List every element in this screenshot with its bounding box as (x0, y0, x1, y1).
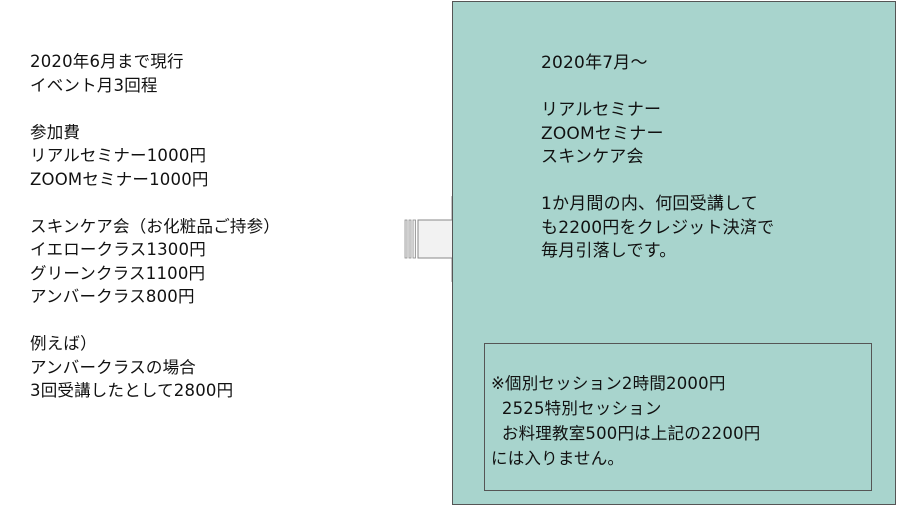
note-line-2: 2525特別セッション (491, 399, 662, 418)
spacer (541, 170, 881, 194)
note-line-1: ※個別セッション2時間2000円 (491, 374, 726, 393)
new-pricing-text: 2020年7月～ リアルセミナー ZOOMセミナー スキンケア会 1か月間の内、… (541, 52, 881, 264)
green-class-fee: グリーンクラス1100円 (30, 263, 206, 283)
example-total: 3回受講したとして2800円 (30, 381, 234, 400)
example-case: アンバークラスの場合 (30, 357, 197, 377)
example-heading: 例えば） (30, 334, 97, 353)
spacer (30, 309, 400, 333)
zoom-seminar-fee: ZOOMセミナー1000円 (30, 169, 209, 189)
amber-class-fee: アンバークラス800円 (30, 287, 195, 306)
current-until-text: 2020年6月まで現行 (30, 52, 184, 71)
skincare-heading: スキンケア会（お化粧品ご持参） (30, 216, 281, 236)
yellow-class-fee: イエロークラス1300円 (30, 240, 206, 259)
item-skincare: スキンケア会 (541, 147, 644, 167)
event-frequency-text: イベント月3回程 (30, 75, 158, 95)
real-seminar-fee: リアルセミナー1000円 (30, 146, 207, 165)
description-line-1: 1か月間の内、何回受講して (541, 194, 758, 214)
item-real-seminar: リアルセミナー (541, 100, 662, 120)
item-zoom-seminar: ZOOMセミナー (541, 123, 664, 144)
fee-heading: 参加費 (30, 122, 81, 142)
description-line-3: 毎月引落しです。 (541, 241, 677, 261)
note-line-3: お料理教室500円は上記の2200円 (491, 424, 761, 443)
spacer (30, 191, 400, 215)
note-box: ※個別セッション2時間2000円 2525特別セッション お料理教室500円は上… (484, 343, 872, 491)
note-line-4: には入りません。 (491, 449, 625, 468)
current-pricing-text: 2020年6月まで現行 イベント月3回程 参加費 リアルセミナー1000円 ZO… (30, 50, 400, 403)
spacer (541, 76, 881, 100)
new-start-date: 2020年7月～ (541, 53, 648, 73)
spacer (30, 97, 400, 121)
description-line-2: も2200円をクレジット決済で (541, 217, 775, 238)
new-pricing-panel: 2020年7月～ リアルセミナー ZOOMセミナー スキンケア会 1か月間の内、… (452, 1, 896, 505)
note-text: ※個別セッション2時間2000円 2525特別セッション お料理教室500円は上… (491, 371, 760, 471)
